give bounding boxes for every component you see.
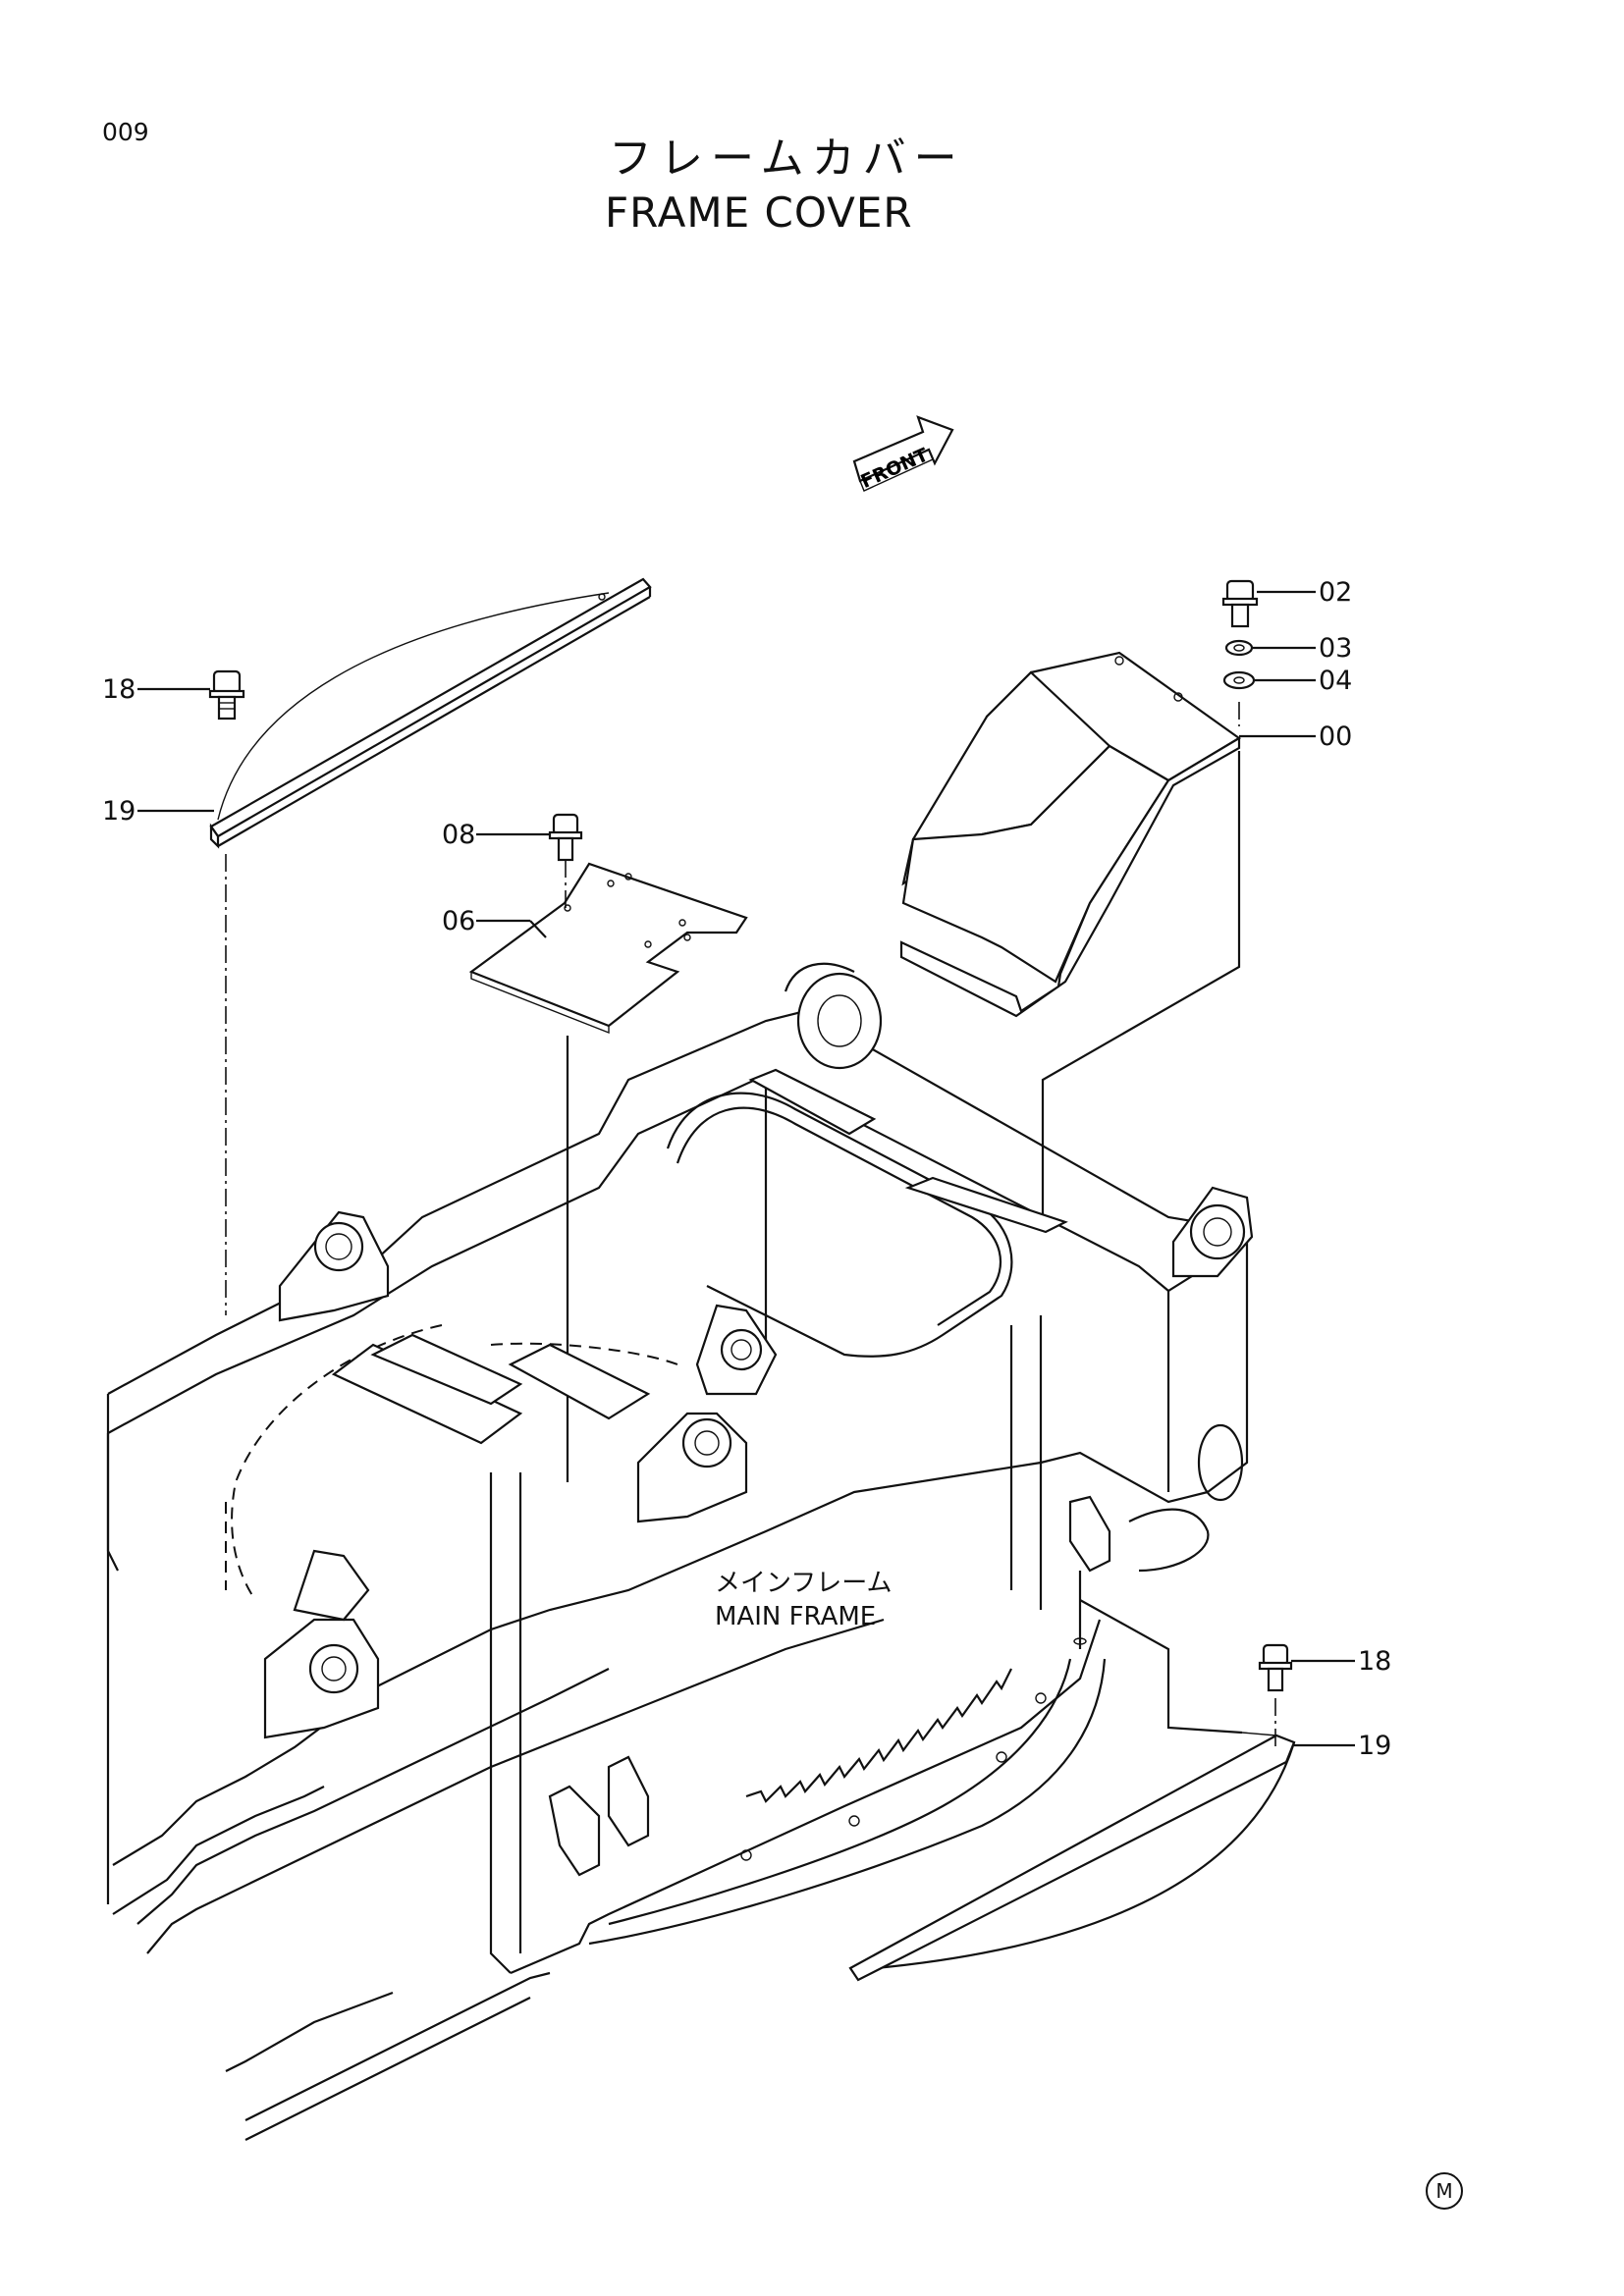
callout-02: 02 <box>1319 577 1353 608</box>
cover-00 <box>899 651 1242 1018</box>
main-frame-label-jp: メインフレーム <box>715 1569 893 1598</box>
callout-08: 08 <box>442 820 476 850</box>
main-frame-label-en: MAIN FRAME <box>715 1602 877 1631</box>
callout-19-bottom: 19 <box>1358 1731 1392 1761</box>
callout-19-top: 19 <box>102 796 136 827</box>
washer-03 <box>1224 639 1254 657</box>
cover-right <box>848 1732 1296 1982</box>
callout-06: 06 <box>442 906 476 936</box>
page-number: 009 <box>102 118 149 146</box>
callout-03: 03 <box>1319 633 1353 664</box>
plate-06 <box>468 862 748 1035</box>
callout-04: 04 <box>1319 666 1353 696</box>
washer-04 <box>1222 670 1256 690</box>
front-arrow: FRONT <box>852 415 954 493</box>
bolt-02 <box>1221 579 1259 628</box>
main-frame <box>106 854 1254 2141</box>
manufacturer-mark: M <box>1426 2172 1463 2210</box>
callout-18-bottom: 18 <box>1358 1646 1392 1677</box>
callout-18-top: 18 <box>102 674 136 705</box>
callout-00: 00 <box>1319 721 1353 752</box>
page-title-en: FRAME COVER <box>605 188 913 237</box>
page-title-jp: フレームカバー <box>609 133 965 184</box>
bolt-18-top <box>208 669 245 721</box>
cover-left <box>209 577 652 849</box>
bolt-08 <box>548 813 583 862</box>
bolt-18-bottom <box>1258 1643 1293 1692</box>
